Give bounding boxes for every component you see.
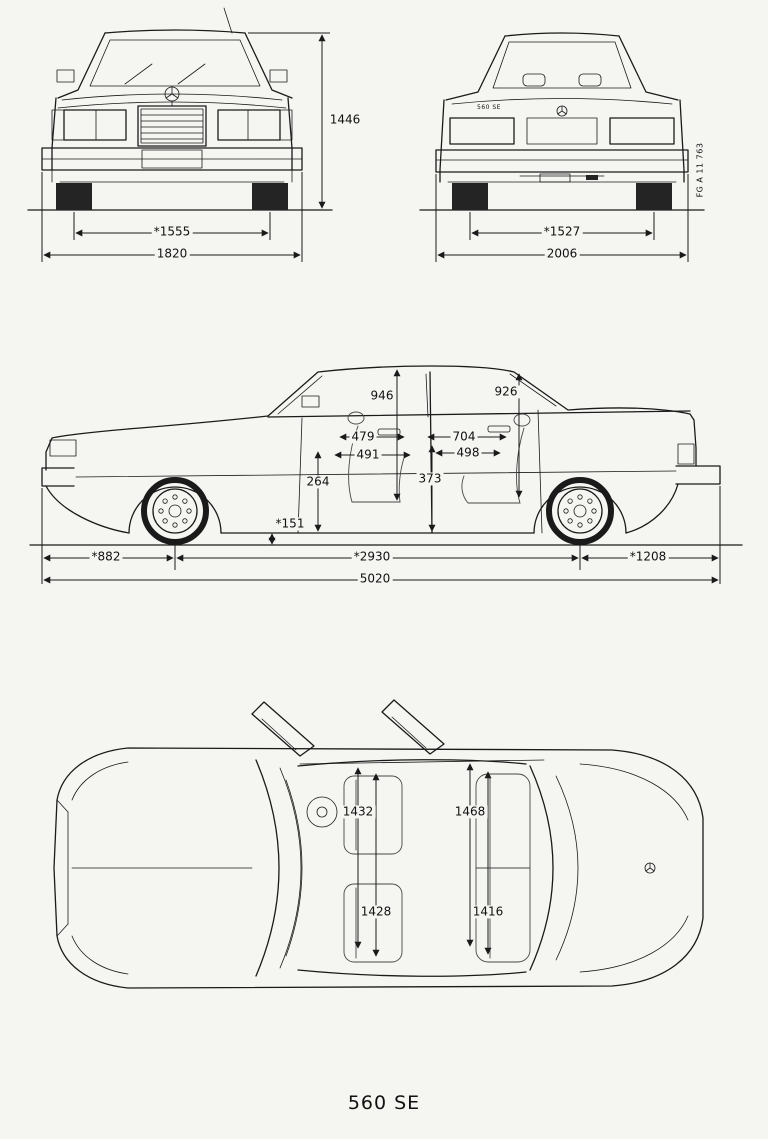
side-mirror [301, 395, 320, 408]
dim-side-491: 491 [354, 447, 382, 462]
dim-side-479: 479 [349, 429, 377, 444]
side-front-wheel [141, 477, 209, 545]
top-body-outline [53, 747, 704, 989]
front-license-plate [141, 149, 203, 169]
dim-wheelbase: *2930 [351, 549, 393, 564]
mercedes-star-icon [556, 105, 568, 117]
dim-headroom-rear: 926 [492, 384, 520, 399]
exhaust-tip [586, 175, 598, 180]
right-headrest [578, 73, 602, 87]
muffler [539, 173, 571, 183]
front-view-drawing [27, 7, 333, 262]
right-turn-signal [279, 109, 293, 141]
dim-front-overhang: *882 [89, 549, 123, 564]
steering-wheel [306, 796, 338, 828]
dim-side-498: 498 [454, 445, 482, 460]
rear-right-wheel [636, 183, 672, 210]
front-right-seat [343, 883, 403, 963]
right-mirror [269, 69, 288, 83]
mercedes-star-icon [164, 86, 180, 102]
rear-bumper [435, 149, 689, 173]
right-headlight [217, 109, 281, 141]
front-grille [137, 100, 207, 147]
dim-shoulder-front: 1432 [340, 804, 376, 819]
dim-headroom-front: 946 [368, 388, 396, 403]
dim-shoulder-rear: 1468 [452, 804, 488, 819]
dim-ground-clearance: *151 [273, 516, 307, 531]
front-right-wheel [252, 183, 288, 210]
side-taillight [677, 443, 695, 465]
dim-elbow-rear: 1416 [470, 904, 506, 919]
left-taillight [449, 117, 515, 145]
model-caption: 560 SE [347, 1092, 421, 1114]
dim-overall-length: 5020 [357, 571, 393, 586]
open-front-door [251, 701, 315, 757]
dim-rear-track: *1527 [541, 224, 583, 239]
rear-license-plate [526, 117, 598, 145]
dim-front-track: *1555 [151, 224, 193, 239]
front-left-wheel [56, 183, 92, 210]
top-view-drawing [53, 699, 704, 989]
left-headlight [63, 109, 127, 141]
dim-front-width: 1820 [154, 246, 190, 261]
mercedes-star-icon [644, 862, 656, 874]
dim-side-264: 264 [304, 474, 332, 489]
dim-elbow-front: 1428 [358, 904, 394, 919]
left-turn-signal [51, 109, 65, 141]
dim-rear-width: 2006 [544, 246, 580, 261]
left-headrest [522, 73, 546, 87]
dim-front-height: 1446 [327, 112, 363, 127]
side-headlight [49, 439, 77, 457]
trunk-badge: 560 SE [477, 104, 501, 111]
open-rear-door [381, 699, 445, 755]
rear-door-handle [487, 425, 511, 433]
right-taillight [609, 117, 675, 145]
left-mirror [56, 69, 75, 83]
side-rear-wheel [546, 477, 614, 545]
side-body-outline [45, 365, 697, 471]
dim-side-373: 373 [416, 471, 444, 486]
dim-rear-overhang: *1208 [627, 549, 669, 564]
drawing-reference-code: FG A 11 763 [695, 142, 705, 198]
dim-side-704: 704 [450, 429, 478, 444]
antenna [223, 7, 233, 34]
rear-left-wheel [452, 183, 488, 210]
